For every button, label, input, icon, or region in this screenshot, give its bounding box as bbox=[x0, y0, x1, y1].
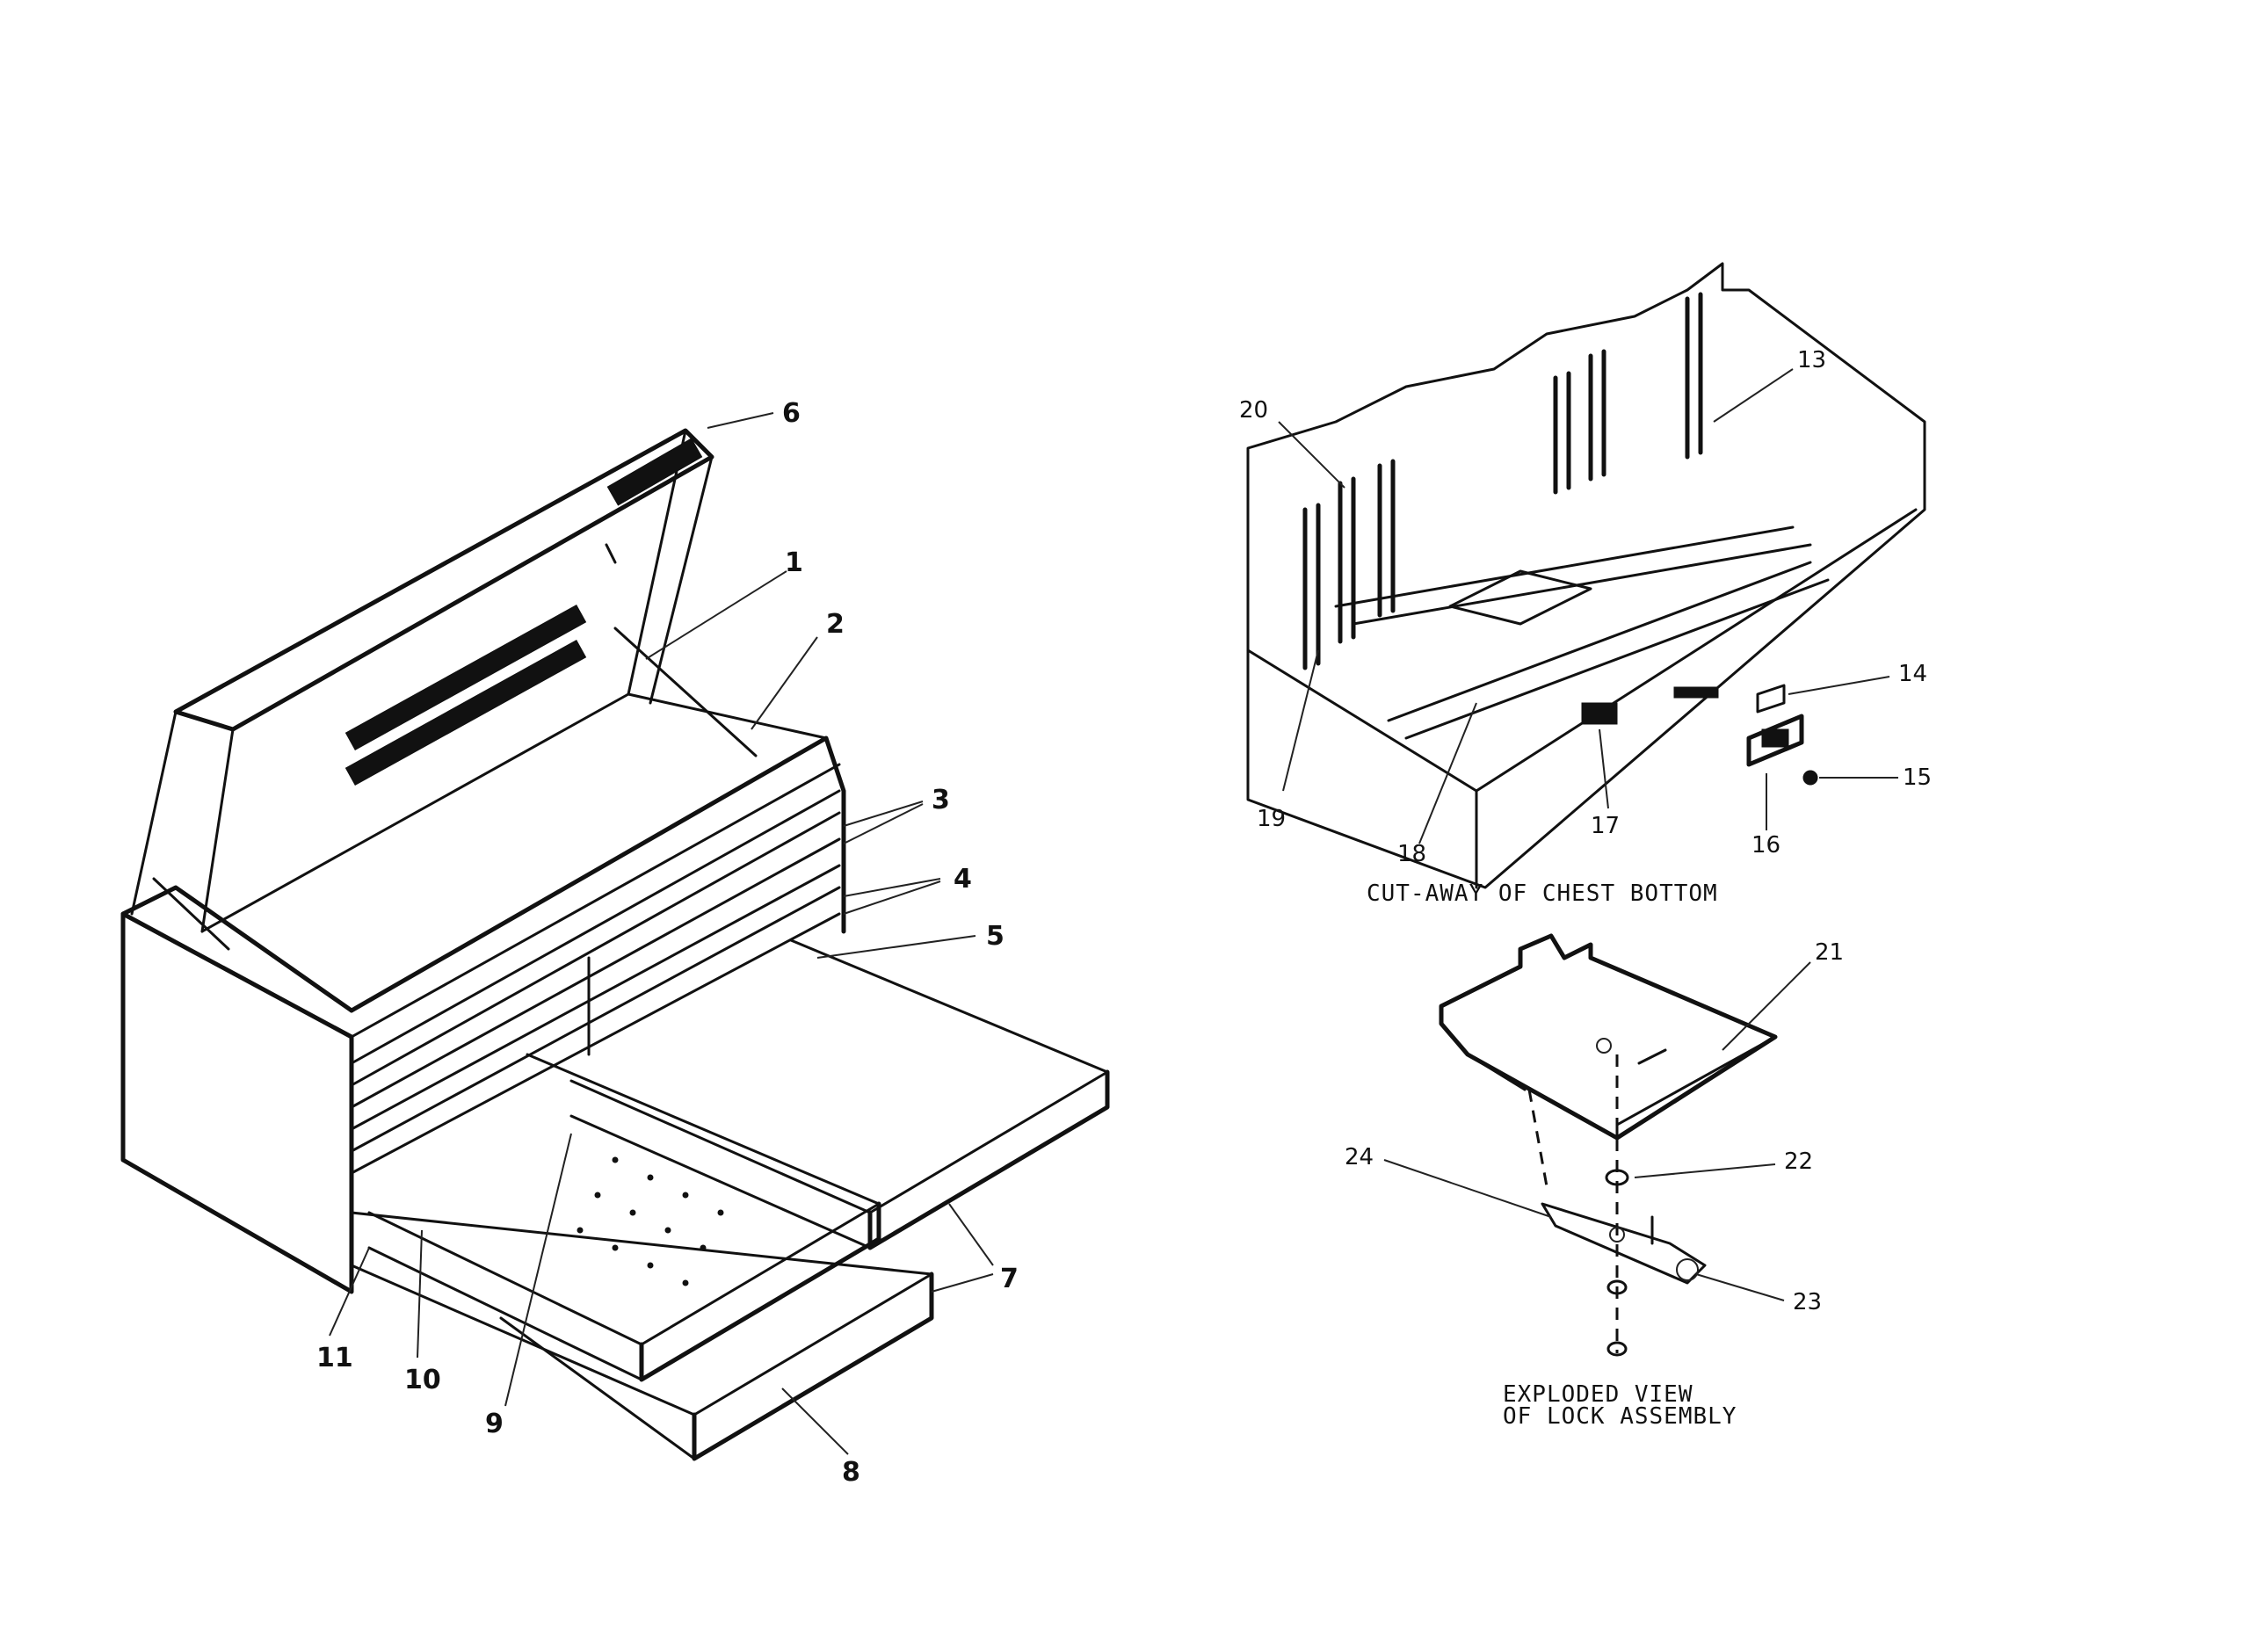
callout-17: 17 bbox=[1591, 813, 1620, 839]
drawer-lower bbox=[350, 1211, 934, 1461]
lid-logo-text bbox=[344, 604, 587, 786]
cam-23 bbox=[1541, 1202, 1707, 1285]
lid-stay-right bbox=[613, 627, 758, 757]
leaders-main bbox=[329, 412, 994, 1455]
drawer-floor-holes bbox=[577, 1156, 724, 1286]
callout-19: 19 bbox=[1257, 806, 1286, 832]
callout-18: 18 bbox=[1397, 841, 1426, 867]
latch-17 bbox=[1581, 702, 1618, 725]
callout-10: 10 bbox=[404, 1365, 441, 1395]
lock-plate-cutaway bbox=[1448, 569, 1592, 626]
drawer-upper bbox=[569, 938, 1110, 1250]
callout-14: 14 bbox=[1898, 661, 1927, 687]
callout-24: 24 bbox=[1345, 1144, 1374, 1170]
callout-1: 1 bbox=[785, 547, 803, 578]
washer-22 bbox=[1605, 1169, 1629, 1186]
lock-plate-21 bbox=[1439, 933, 1778, 1141]
callout-4: 4 bbox=[954, 864, 972, 895]
callout-9: 9 bbox=[485, 1409, 504, 1439]
handle-16 bbox=[1746, 714, 1804, 767]
cutaway-uprights bbox=[1302, 292, 1703, 670]
callout-6: 6 bbox=[782, 398, 801, 429]
chest-lid bbox=[130, 428, 714, 933]
callout-11: 11 bbox=[316, 1343, 353, 1373]
clip-14 bbox=[1756, 684, 1786, 714]
washer-lower bbox=[1606, 1279, 1628, 1295]
leaders-lock bbox=[1383, 961, 1811, 1301]
lock-caption-line1: EXPLODED VIEW bbox=[1503, 1381, 1693, 1408]
callout-22: 22 bbox=[1784, 1148, 1813, 1175]
lock-caption-line2: OF LOCK ASSEMBLY bbox=[1503, 1403, 1737, 1430]
chest-body bbox=[120, 692, 846, 1294]
callout-8: 8 bbox=[842, 1457, 860, 1488]
callout-7a: 7 bbox=[1000, 1264, 1019, 1294]
lock-exploded-view: 21 22 23 24 EXPLODED VIEW OF LOCK ASSEMB… bbox=[1345, 933, 1844, 1430]
callout-2: 2 bbox=[826, 609, 845, 640]
drawer-middle bbox=[367, 1053, 881, 1382]
screw-15 bbox=[1802, 770, 1818, 786]
tool-chest-main-view: 6 1 2 3 4 5 7 7 8 9 10 11 bbox=[120, 398, 1110, 1488]
callout-3: 3 bbox=[932, 785, 950, 815]
callout-5: 5 bbox=[986, 921, 1004, 952]
slot bbox=[1673, 686, 1719, 699]
cutaway-view: 13 20 14 15 16 17 18 19 CUT-AWAY OF CHES… bbox=[1239, 262, 1932, 907]
callout-13: 13 bbox=[1797, 347, 1826, 373]
callout-16: 16 bbox=[1751, 832, 1780, 859]
cutaway-caption: CUT-AWAY OF CHEST BOTTOM bbox=[1367, 880, 1718, 907]
callout-20: 20 bbox=[1239, 397, 1268, 424]
leaders-cutaway bbox=[1278, 368, 1898, 844]
callout-21: 21 bbox=[1815, 939, 1844, 966]
nut bbox=[1606, 1341, 1628, 1357]
callout-15: 15 bbox=[1903, 764, 1932, 791]
callout-23: 23 bbox=[1793, 1289, 1822, 1315]
